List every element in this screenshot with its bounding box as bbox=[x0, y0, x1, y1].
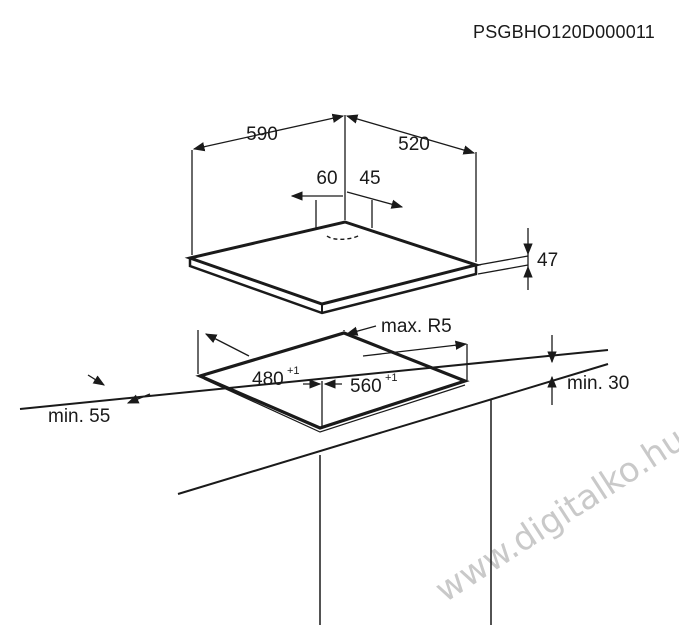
cutout-outline bbox=[195, 331, 470, 430]
svg-text:www.digitalko.hu: www.digitalko.hu bbox=[428, 419, 679, 610]
cutout-radius-label: max. R5 bbox=[381, 316, 452, 337]
hob-edge bbox=[188, 258, 478, 315]
cutout-width-tolerance: +1 bbox=[385, 372, 398, 384]
below-worktop-label: min. 30 bbox=[567, 373, 629, 394]
cutout-depth-dimension: 480 +1 bbox=[252, 365, 300, 390]
leader-corner bbox=[204, 333, 250, 357]
dim-line-front-clearance-a bbox=[87, 374, 105, 386]
hob-dimensions bbox=[191, 113, 533, 290]
worktop bbox=[19, 349, 609, 625]
cutout-width-label: 560 bbox=[350, 376, 382, 397]
product-code: PSGBHO120D000011 bbox=[473, 22, 655, 42]
leader-radius bbox=[345, 325, 377, 336]
watermark: www.digitalko.hu bbox=[428, 419, 679, 610]
dim-line-front-clearance-b bbox=[126, 393, 151, 404]
hob-height-label: 47 bbox=[537, 250, 558, 271]
hob-offset-right-label: 45 bbox=[359, 168, 380, 189]
cutout-depth-tolerance: +1 bbox=[287, 365, 300, 377]
hob-depth-label: 520 bbox=[398, 134, 430, 155]
hob bbox=[184, 220, 482, 315]
cutout-depth-label: 480 bbox=[252, 369, 284, 390]
dim-line-width bbox=[192, 113, 345, 152]
hob-offset-left-label: 60 bbox=[316, 168, 337, 189]
hob-burner-outline bbox=[326, 234, 361, 240]
hob-top-plate bbox=[184, 220, 482, 306]
cutout bbox=[195, 331, 470, 433]
front-clearance-label: min. 55 bbox=[48, 406, 110, 427]
cutout-dimensions bbox=[87, 325, 557, 428]
cutout-width-dimension: 560 +1 bbox=[350, 372, 398, 397]
hob-width-label: 590 bbox=[246, 124, 278, 145]
dim-line-offset-right bbox=[346, 191, 404, 209]
dim-line-depth bbox=[345, 114, 476, 155]
